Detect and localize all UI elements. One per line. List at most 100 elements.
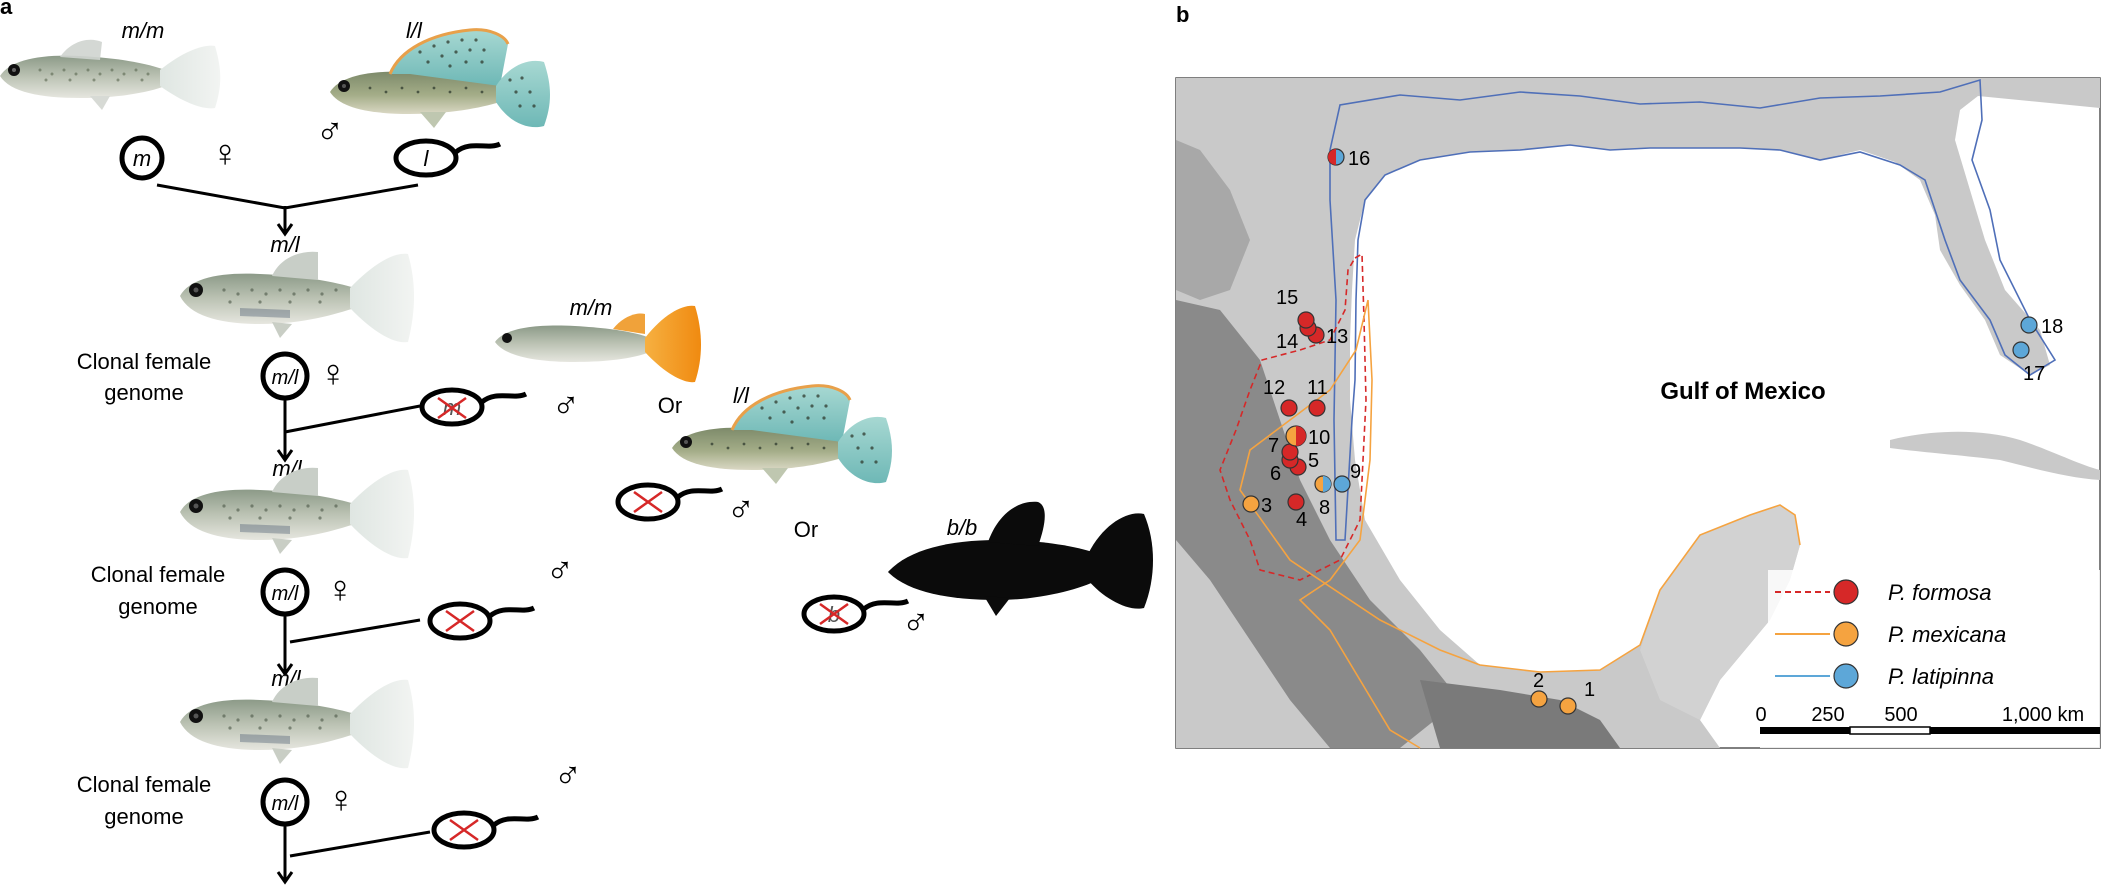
svg-text:13: 13 [1326,326,1348,348]
svg-text:10: 10 [1308,427,1330,449]
scale-bar: 0 250 500 1,000 km [1755,700,2100,748]
arrow-4 [276,824,294,885]
male-symbol-2: ♂ [552,385,581,427]
clonal-label-3b: genome [104,804,184,829]
sperm-l: l [393,138,502,178]
svg-text:0: 0 [1755,704,1766,726]
site-marker-1: 1 [1559,679,1595,715]
cross-line-2 [284,404,421,434]
cell-ml-2: m/l [260,567,310,617]
svg-text:500: 500 [1884,704,1917,726]
svg-text:1,000 km: 1,000 km [2002,704,2084,726]
clonal-label-1a: Clonal female [77,349,212,374]
fish-ll-top [328,28,552,130]
site-marker-15: 15 [1276,287,1315,329]
sperm-x-1 [615,482,724,522]
latipinna-range [1329,78,2057,541]
sites: 1 2 3 4 5 [1242,148,2063,715]
land-mass [1176,78,2100,748]
cross-line-4 [289,830,431,858]
svg-text:m/l: m/l [272,583,299,605]
svg-text:18: 18 [2041,316,2063,338]
site-marker-8: 8 [1314,475,1332,519]
svg-text:m/l: m/l [272,367,299,389]
svg-text:7: 7 [1268,435,1279,457]
svg-text:m: m [133,146,151,171]
genotype-ml-gen1: m/l [270,232,300,257]
svg-text:11: 11 [1307,377,1328,399]
formosa-range [1219,252,1367,581]
clonal-label-2a: Clonal female [91,562,226,587]
yucatan [1640,505,1800,720]
cuba [1890,431,2100,480]
fish-ll-right [670,384,894,486]
genotype-ll-right: l/l [733,383,750,408]
genotype-bb: b/b [947,515,978,540]
svg-text:8: 8 [1319,497,1330,519]
svg-text:2: 2 [1533,670,1544,692]
clonal-label-3a: Clonal female [77,772,212,797]
svg-text:250: 250 [1811,704,1844,726]
svg-text:12: 12 [1263,377,1285,399]
legend-item-formosa: P. formosa [1775,579,1992,605]
svg-text:P. latipinna: P. latipinna [1888,664,1994,689]
gulf-label: Gulf of Mexico [1660,378,1825,405]
cell-ml-1: m/l [260,351,310,401]
female-symbol-4: ♀ [327,779,356,821]
male-symbol-6: ♂ [554,755,583,797]
site-marker-18: 18 [2020,316,2063,338]
legend: P. formosa P. mexicana P. latipinna [1768,570,2100,700]
female-symbol-3: ♀ [326,569,355,611]
panel-b-label: b [1176,2,1189,27]
site-marker-12: 12 [1263,377,1298,417]
mountain-relief-2 [1176,140,1250,300]
site-marker-3: 3 [1242,495,1272,517]
or-label-2: Or [794,517,818,542]
panel-a-label: a [0,0,13,19]
site-marker-11: 11 [1307,377,1328,417]
arrow-1 [276,206,294,237]
sperm-x-2 [427,601,536,641]
panel-b: b Gulf of Mexico 1 [1175,2,2101,749]
site-marker-17: 17 [2012,341,2045,385]
svg-text:5: 5 [1308,450,1319,472]
svg-text:P. formosa: P. formosa [1888,580,1992,605]
svg-text:14: 14 [1276,331,1298,353]
site-marker-2: 2 [1530,670,1548,708]
fish-formosa-1 [180,251,414,343]
clonal-label-2b: genome [118,594,198,619]
fish-mm-top [0,39,221,111]
female-symbol-2: ♀ [319,353,348,395]
svg-text:4: 4 [1296,509,1307,531]
panel-a: a m/m l/l m ♀ ♂ l m/l Clonal female geno… [0,0,1153,885]
svg-text:3: 3 [1261,495,1272,517]
male-symbol-1: ♂ [316,111,345,153]
svg-text:P. mexicana: P. mexicana [1888,622,2006,647]
svg-text:6: 6 [1270,463,1281,485]
svg-text:1: 1 [1584,679,1595,701]
fish-mm-orange [495,305,701,383]
sperm-x-3 [431,810,540,850]
fish-formosa-2 [180,467,414,559]
or-label-1: Or [658,393,682,418]
arrow-3 [276,614,294,677]
svg-text:17: 17 [2023,363,2045,385]
genotype-mm-top: m/m [122,18,165,43]
fish-black-molly [888,501,1153,616]
mexicana-range [1239,299,1801,749]
site-marker-10: 10 [1285,425,1330,449]
male-symbol-3: ♂ [727,489,756,531]
site-marker-4: 4 [1287,493,1307,531]
clonal-label-1b: genome [104,380,184,405]
svg-text:9: 9 [1350,461,1361,483]
svg-text:16: 16 [1348,148,1370,170]
male-symbol-4: ♂ [902,602,931,644]
svg-text:15: 15 [1276,287,1298,309]
mountain-relief-3 [1420,680,1620,748]
egg-m: m [119,135,165,181]
cross-line-3 [289,618,421,644]
mountain-relief [1176,300,1460,748]
genotype-ll-top: l/l [406,18,423,43]
female-symbol-1: ♀ [211,133,240,175]
